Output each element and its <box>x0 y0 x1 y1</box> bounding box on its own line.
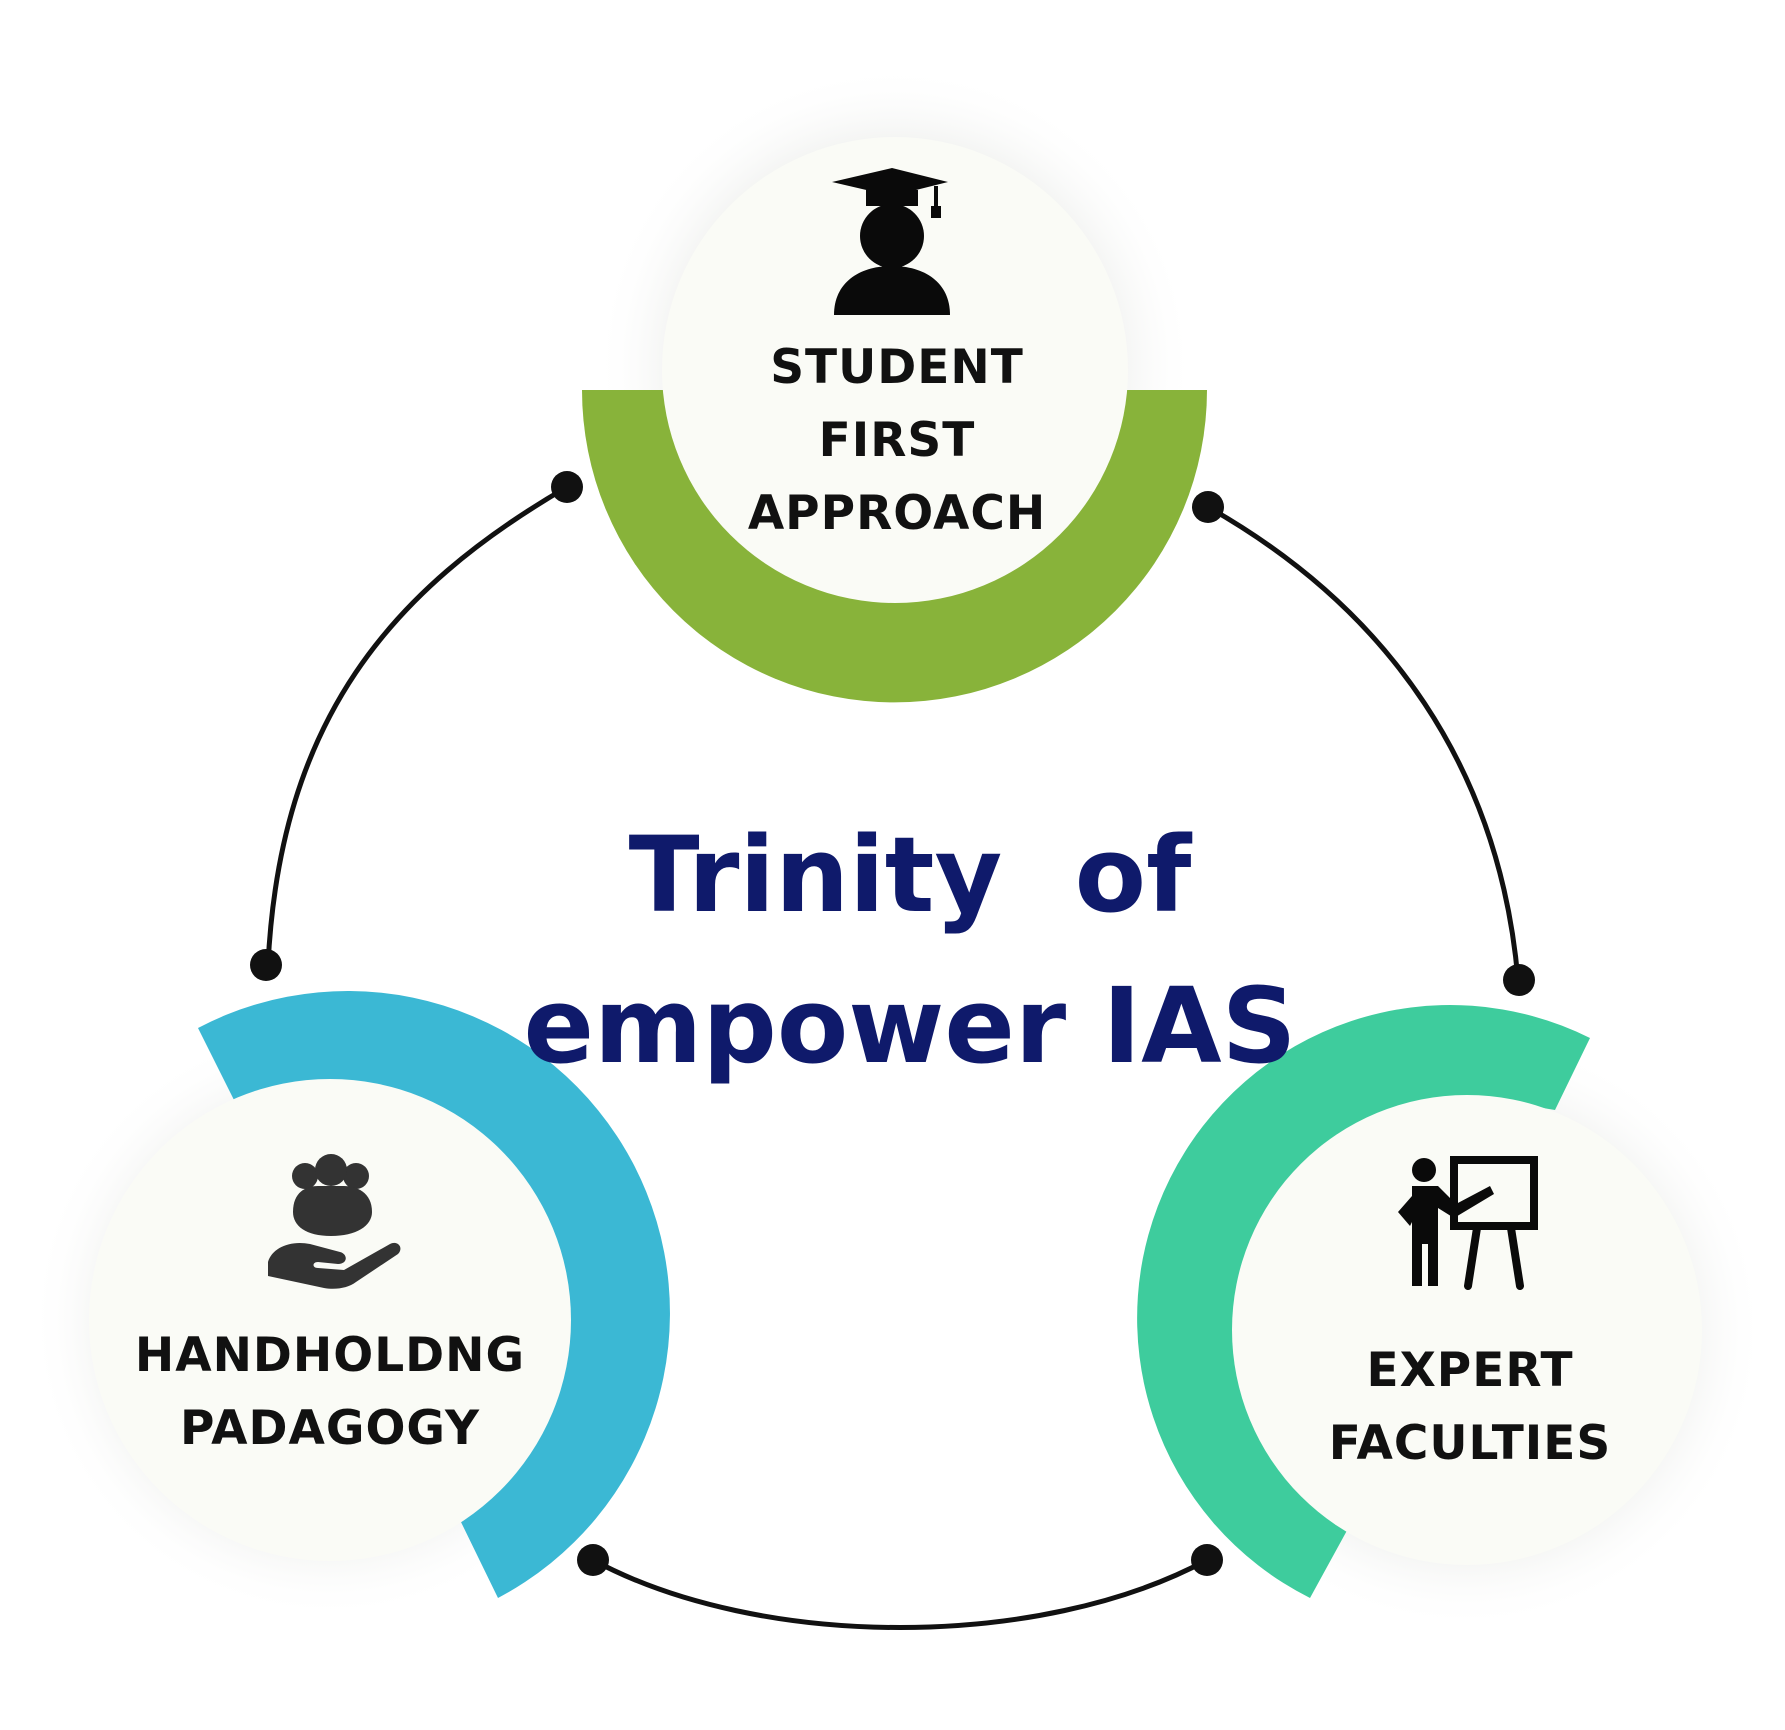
node-right-label-line-2: FACULTIES <box>1328 1415 1612 1471</box>
connector-dot <box>1503 964 1535 996</box>
node-top-label-line-3: APPROACH <box>747 485 1047 541</box>
node-top-label-line-1: STUDENT <box>770 340 1024 395</box>
node-left-label-line-2: PADAGOGY <box>179 1400 480 1456</box>
node-right-circle <box>1232 1095 1702 1565</box>
node-left-accent-arc <box>198 990 670 1598</box>
connector-dot <box>577 1544 609 1576</box>
connector-top-right <box>1206 504 1521 981</box>
node-top-circle <box>662 137 1128 603</box>
node-right-label: EXPERT FACULTIES <box>1255 1335 1685 1481</box>
node-left-label-line-1: HANDHOLDNG <box>134 1328 526 1383</box>
connector-dot <box>1192 491 1224 523</box>
node-left-circle <box>89 1079 571 1561</box>
diagram-title: Trinity of empower IAS <box>420 800 1400 1102</box>
node-top-label-line-2: FIRST <box>818 412 976 468</box>
title-line-2: empower IAS <box>523 964 1297 1087</box>
hand-holding-people-icon <box>268 1154 401 1289</box>
node-left-label: HANDHOLDNG PADAGOGY <box>100 1320 560 1466</box>
teacher-board-icon <box>1398 1156 1538 1290</box>
node-right-label-line-1: EXPERT <box>1366 1343 1574 1398</box>
node-right-accent-arc <box>1137 1005 1590 1598</box>
connector-bottom <box>591 1557 1209 1630</box>
connector-dot <box>551 471 583 503</box>
node-top-label: STUDENT FIRST APPROACH <box>697 332 1097 551</box>
connector-dot <box>250 949 282 981</box>
title-line-1: Trinity of <box>628 814 1192 936</box>
graduate-student-icon <box>832 168 950 315</box>
connector-dot <box>1191 1544 1223 1576</box>
connector-top-left <box>265 484 569 966</box>
